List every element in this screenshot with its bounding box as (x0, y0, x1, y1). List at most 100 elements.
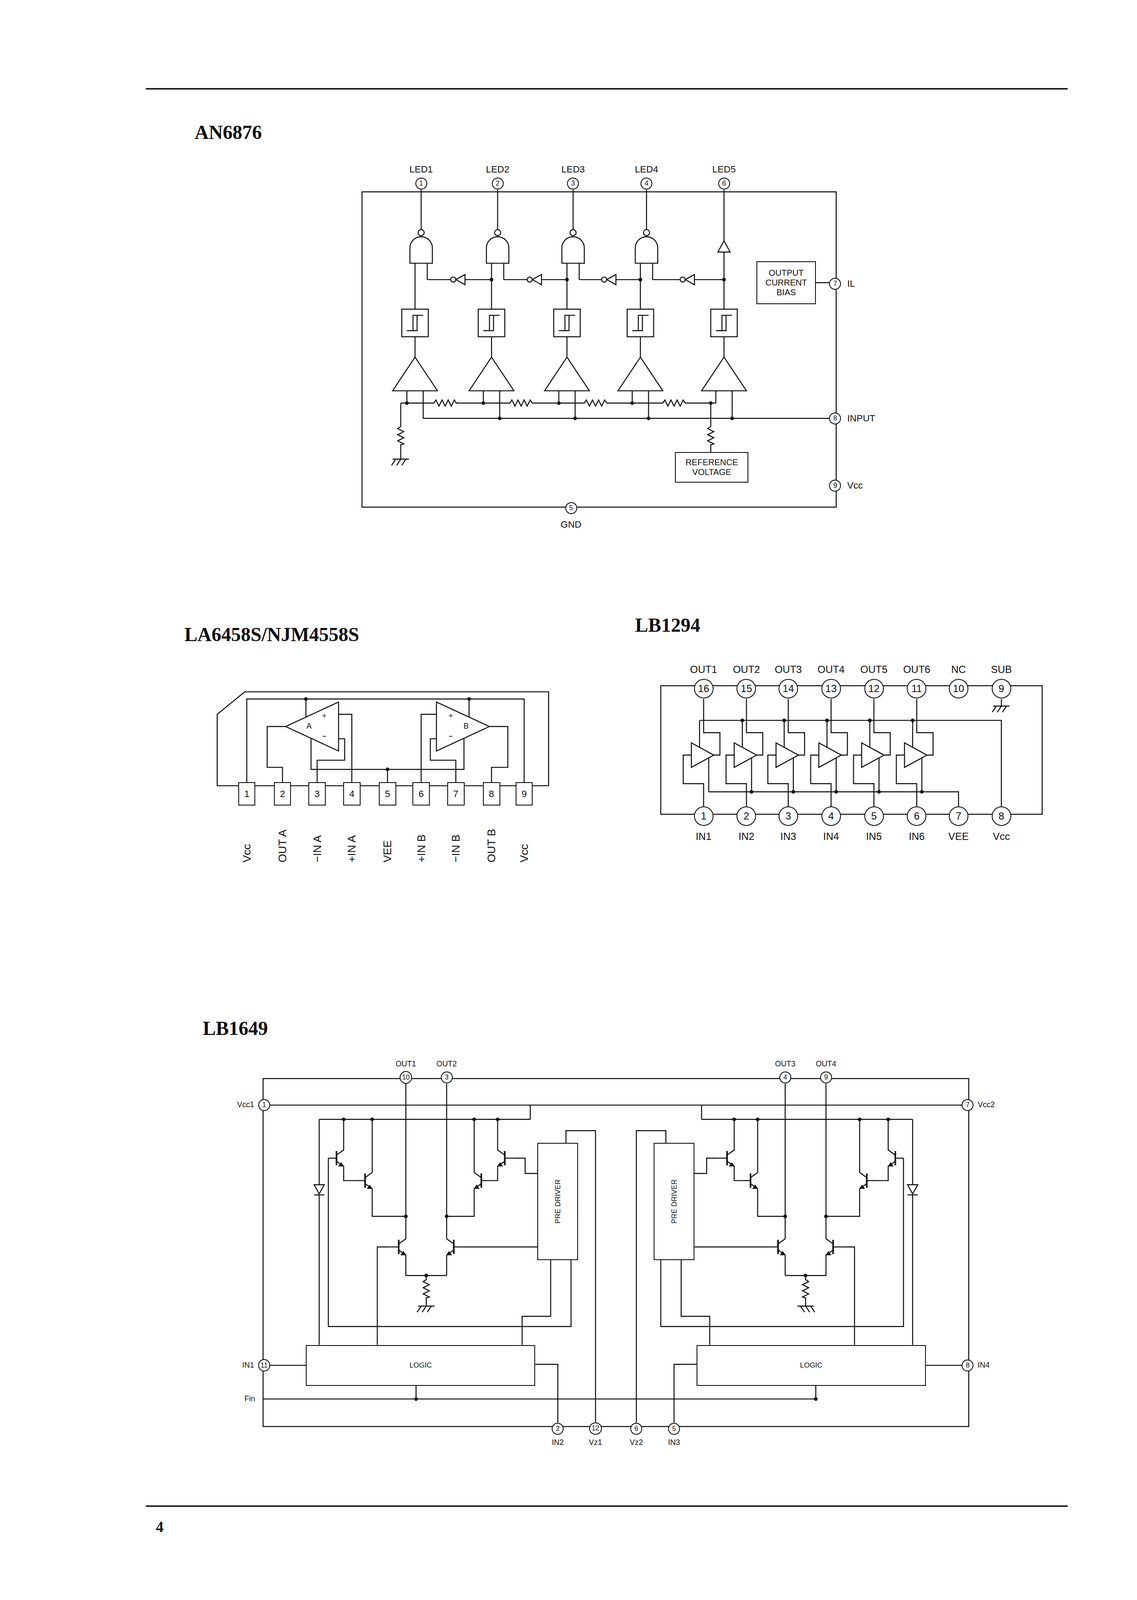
node-text: 11 (911, 683, 923, 694)
node-text: 7 (833, 280, 838, 288)
node-text: 6 (418, 789, 424, 799)
pin-square: 6 (412, 781, 430, 806)
pin-label: +IN A (345, 834, 359, 864)
buffer-array-circuit-part (919, 789, 924, 794)
pin-label: IN5 (865, 830, 883, 842)
nand-gate-part (426, 263, 428, 280)
node-text: 4 (828, 810, 834, 822)
node-text: 3 (571, 180, 576, 187)
pin-circle: 2 (736, 806, 757, 826)
comparator-symbol-part (414, 336, 724, 358)
node-text: 9 (521, 789, 527, 799)
pin-label: OUT2 (731, 663, 761, 675)
pin-label: IN1 (241, 1360, 255, 1370)
pin-circle: 5 (668, 1422, 680, 1435)
node-text: 10 (952, 683, 965, 694)
pin-label: −IN A (310, 834, 324, 864)
nand-gate-part (651, 263, 653, 280)
pin-label: OUT5 (859, 663, 889, 675)
pin-circle: 6 (718, 177, 731, 190)
nand-gate-part (420, 189, 422, 230)
pin-circle: 12 (864, 678, 884, 699)
pin-circle: 10 (948, 678, 969, 699)
page-rule (145, 88, 1068, 1506)
node-text: 6 (722, 180, 726, 187)
pin-square: 4 (343, 781, 361, 806)
node-text: REFERENCE VOLTAGE (678, 457, 745, 477)
pin-label: Vcc1 (236, 1100, 255, 1109)
resistor-ladder-part (707, 403, 714, 452)
buffer-array-circuit-part (992, 698, 1010, 712)
motor-driver-circuit (262, 1078, 969, 1427)
wire (925, 1364, 962, 1366)
resistor-ladder-part (423, 417, 830, 419)
schmitt-trigger-part (558, 315, 576, 331)
pin-circle: 6 (906, 806, 927, 826)
pin-label: OUT2 (435, 1059, 458, 1069)
pin-label: Vcc (240, 843, 254, 864)
motor-driver-circuit-part (813, 1396, 818, 1401)
inverter-symbol (427, 189, 731, 310)
wire (815, 282, 830, 283)
bridge-driver-part (473, 1165, 490, 1195)
nand-gate-part (496, 189, 498, 230)
resistor-ladder-part (397, 403, 404, 460)
buffer-array-circuit-part (818, 742, 842, 768)
buffer-array-circuit-part (691, 742, 714, 768)
nand-gate-part (572, 189, 574, 230)
pin-label: OUT A (276, 828, 289, 864)
nand-gate-part (414, 263, 416, 310)
dual-opamp-circuit-part (304, 696, 308, 701)
bridge-driver-part (318, 1104, 531, 1120)
resistor-ladder-part (646, 416, 651, 421)
pin-circle: 5 (864, 806, 884, 826)
schmitt-trigger-part (401, 309, 429, 337)
pin-label: IN2 (737, 830, 756, 842)
node-text: 10 (402, 1073, 410, 1081)
chip-title: AN6876 (193, 121, 263, 144)
pin-circle: 7 (948, 806, 969, 826)
comparator-symbol-part (468, 357, 514, 391)
pin-label: +IN B (414, 833, 428, 864)
dual-opamp-circuit-part (317, 738, 345, 783)
nand-gate-part (643, 229, 650, 236)
page-rule-part (145, 87, 1068, 90)
pin-label: LED5 (711, 164, 737, 175)
node-text: 9 (833, 482, 838, 489)
pin-circle: 3 (567, 177, 579, 190)
inverter-symbol-part (723, 251, 725, 310)
bridge-driver-part (445, 1215, 447, 1276)
dual-opamp-circuit-part (436, 701, 490, 751)
comparator-symbol-part (423, 390, 732, 419)
node-text: 11 (260, 1361, 269, 1369)
pin-circle: 2 (491, 177, 504, 190)
pin-label: LED2 (485, 164, 511, 175)
bridge-driver-part (497, 1143, 514, 1172)
inverter-symbol-part (532, 274, 542, 285)
pin-circle: 1 (694, 806, 714, 826)
chip-title: LB1294 (634, 614, 701, 637)
nand-gate-part (566, 263, 568, 310)
comparator-symbol (392, 336, 747, 419)
inverter-symbol-part (489, 277, 494, 282)
dual-opamp-circuit-part (430, 738, 456, 783)
node-text: 8 (488, 789, 494, 799)
pin-circle: 5 (565, 502, 578, 514)
nand-gate-part (486, 236, 509, 263)
pin-circle: 11 (906, 678, 927, 699)
node-text: 6 (634, 1424, 639, 1432)
bridge-driver-part (390, 1232, 407, 1261)
bridge-driver-part (417, 1275, 435, 1312)
pin-circle: 10 (399, 1070, 413, 1084)
resistor-ladder (391, 400, 830, 466)
dual-opamp-circuit-part (489, 726, 508, 783)
pin-circle: 15 (736, 678, 757, 699)
pin-label: GND (559, 519, 583, 530)
node-text: 7 (453, 789, 459, 799)
node-text: 9 (998, 683, 1005, 694)
schmitt-trigger-part (483, 315, 500, 331)
pin-square: 9 (515, 781, 534, 806)
buffer-array-circuit-part (749, 789, 754, 794)
